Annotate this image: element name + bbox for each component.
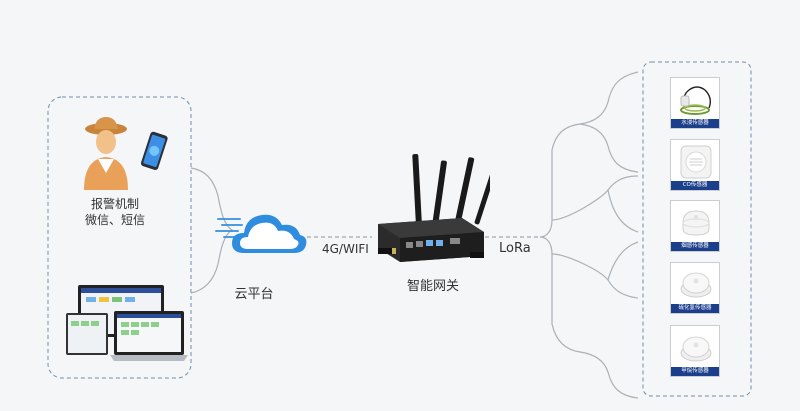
laptop-dashboard-icon [66, 285, 188, 361]
farmer-with-phone-icon [84, 117, 168, 190]
sensor-caption: 甲烷传感器 [671, 367, 719, 376]
sensor-card-water-leak: 水浸传感器 [670, 77, 720, 129]
gateway-sensors-link-label: LoRa [499, 241, 531, 256]
right-brace-upper [539, 71, 639, 399]
methane-sensor-icon [680, 336, 712, 362]
sensor-caption: CO传感器 [671, 181, 719, 190]
sensor-caption: 硫化氢传感器 [671, 304, 719, 313]
right-panel-frame [642, 61, 752, 397]
notify-label-line1: 报警机制 [90, 197, 139, 211]
gateway-router-icon [378, 154, 490, 262]
co-sensor-icon [680, 145, 712, 179]
h2s-sensor-icon [680, 272, 712, 298]
cloud-gateway-link-label: 4G/WIFI [322, 242, 369, 256]
notify-label: 报警机制 微信、短信 [80, 196, 150, 228]
sensor-caption: 水浸传感器 [671, 119, 719, 128]
gateway-label: 智能网关 [406, 279, 459, 294]
sensor-card-smoke: 烟感传感器 [670, 200, 720, 252]
sensor-card-h2s: 硫化氢传感器 [670, 262, 720, 314]
sensor-caption: 烟感传感器 [671, 242, 719, 251]
cloud-label: 云平台 [234, 287, 274, 302]
notify-label-line2: 微信、短信 [84, 213, 145, 227]
smoke-sensor-icon [682, 210, 710, 236]
right-brace-middle-2 [551, 175, 639, 233]
water-leak-sensor-icon [680, 86, 712, 115]
left-panel-frame [47, 96, 192, 379]
cloud-icon [215, 214, 307, 253]
right-brace-middle [579, 123, 639, 173]
sensor-card-methane: 甲烷传感器 [670, 325, 720, 377]
right-brace-middle-3 [551, 241, 639, 299]
sensor-card-co: CO传感器 [670, 139, 720, 191]
